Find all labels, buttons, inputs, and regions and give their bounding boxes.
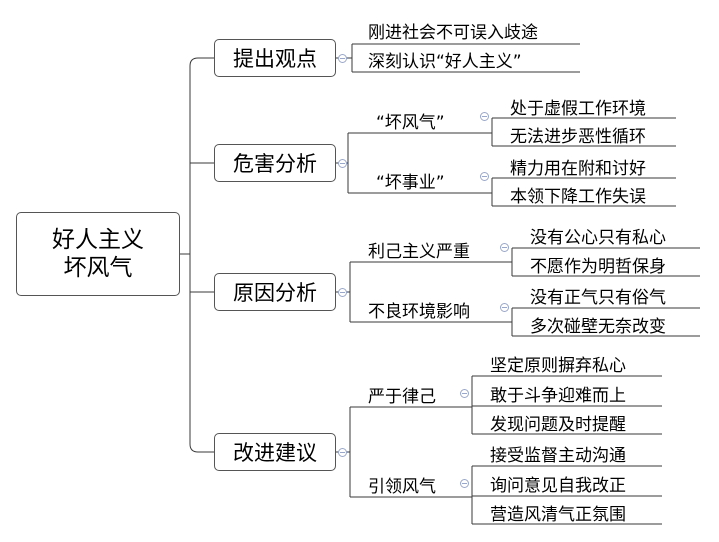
root-title-line2: 坏风气 — [63, 255, 133, 281]
collapse-toggle-icon[interactable] — [480, 112, 489, 121]
leaf-node[interactable]: 敢于斗争迎难而上 — [490, 386, 626, 406]
branch-label: 改进建议 — [233, 441, 317, 465]
leaf-node[interactable]: 处于虚假工作环境 — [510, 99, 646, 119]
leaf-node[interactable]: 不愿作为明哲保身 — [530, 257, 666, 277]
sub-node[interactable]: 引领风气 — [368, 477, 436, 497]
leaf-node[interactable]: 发现问题及时提醒 — [490, 415, 626, 435]
sub-node[interactable]: 利己主义严重 — [368, 242, 470, 262]
leaf-node[interactable]: 营造风清气正氛围 — [490, 505, 626, 525]
collapse-toggle-icon[interactable] — [338, 288, 347, 297]
sub-node[interactable]: 严于律己 — [368, 387, 436, 407]
collapse-toggle-icon[interactable] — [338, 54, 347, 63]
collapse-toggle-icon[interactable] — [480, 172, 489, 181]
branch-label: 危害分析 — [233, 152, 317, 176]
sub-node[interactable]: “坏风气” — [376, 113, 445, 133]
leaf-node[interactable]: 无法进步恶性循环 — [510, 127, 646, 147]
sub-node[interactable]: “坏事业” — [376, 173, 445, 193]
leaf-node[interactable]: 深刻认识“好人主义” — [368, 52, 522, 72]
branch-cause-analysis[interactable]: 原因分析 — [214, 273, 336, 311]
leaf-node[interactable]: 刚进社会不可误入歧途 — [368, 23, 538, 43]
root-title-line1: 好人主义 — [52, 227, 144, 253]
branch-harm-analysis[interactable]: 危害分析 — [214, 144, 336, 182]
leaf-node[interactable]: 接受监督主动沟通 — [490, 446, 626, 466]
leaf-node[interactable]: 精力用在附和讨好 — [510, 159, 646, 179]
leaf-node[interactable]: 询问意见自我改正 — [490, 476, 626, 496]
leaf-node[interactable]: 本领下降工作失误 — [510, 187, 646, 207]
sub-node[interactable]: 不良环境影响 — [368, 302, 470, 322]
branch-improvement[interactable]: 改进建议 — [214, 433, 336, 471]
branch-label: 提出观点 — [233, 47, 317, 71]
branch-label: 原因分析 — [233, 281, 317, 305]
branch-propose-view[interactable]: 提出观点 — [214, 39, 336, 77]
leaf-node[interactable]: 没有正气只有俗气 — [530, 288, 666, 308]
collapse-toggle-icon[interactable] — [460, 389, 469, 398]
collapse-toggle-icon[interactable] — [500, 303, 509, 312]
collapse-toggle-icon[interactable] — [500, 243, 509, 252]
collapse-toggle-icon[interactable] — [338, 448, 347, 457]
leaf-node[interactable]: 没有公心只有私心 — [530, 228, 666, 248]
leaf-node[interactable]: 多次碰壁无奈改变 — [530, 317, 666, 337]
root-node[interactable]: 好人主义 坏风气 — [16, 212, 180, 296]
collapse-toggle-icon[interactable] — [338, 159, 347, 168]
leaf-node[interactable]: 坚定原则摒弃私心 — [490, 356, 626, 376]
collapse-toggle-icon[interactable] — [460, 479, 469, 488]
